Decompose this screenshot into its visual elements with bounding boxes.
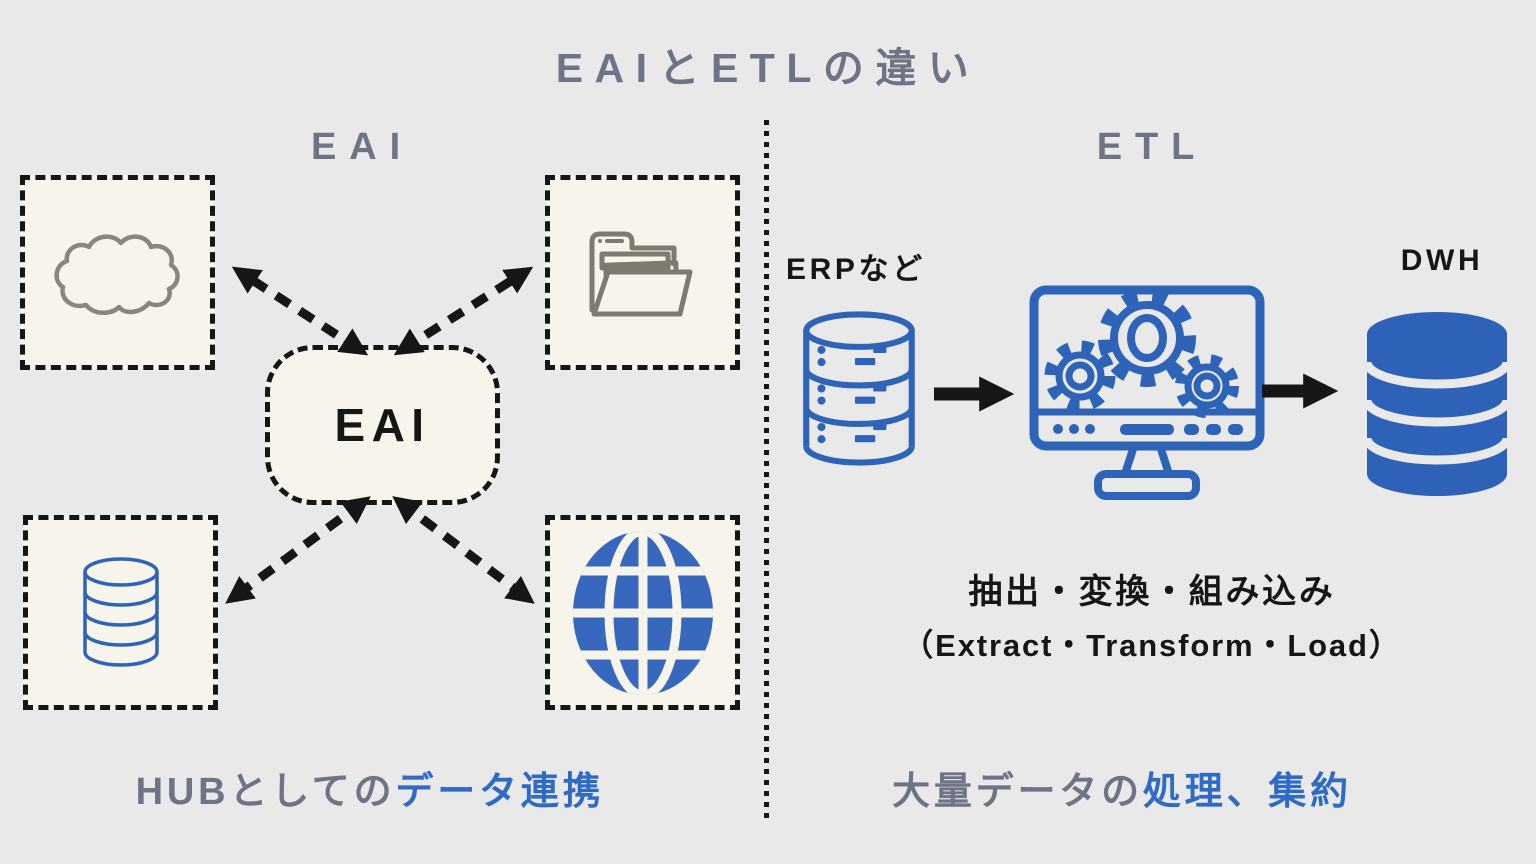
etl-caption-prefix: 大量データの	[892, 771, 1143, 813]
eai-node-cloud	[20, 175, 215, 370]
etl-target-node	[1352, 304, 1522, 504]
eai-caption: HUBとしてのデータ連携	[50, 760, 690, 815]
eai-hub-box: EAI	[265, 345, 500, 505]
dwh-database-icon	[1362, 312, 1512, 496]
erp-database-icon	[803, 311, 915, 466]
cloud-icon	[53, 233, 180, 315]
database-icon	[82, 556, 159, 667]
section-divider	[764, 120, 769, 822]
etl-caption: 大量データの処理、集約	[842, 760, 1402, 815]
eai-arrow-cloud	[231, 266, 369, 356]
globe-icon	[572, 530, 713, 695]
eai-hub-label: EAI	[334, 399, 431, 451]
eai-node-globe	[545, 515, 740, 710]
eai-arrow-folder	[393, 266, 534, 356]
etl-process-subtitle: （Extract・Transform・Load）	[902, 628, 1402, 663]
etl-process-title: 抽出・変換・組み込み	[968, 573, 1336, 611]
page-title: EAIとETLの違い	[555, 45, 981, 91]
eai-arrow-database	[225, 496, 371, 604]
eai-arrow-globe	[392, 496, 535, 604]
etl-process-node	[1022, 276, 1272, 521]
folder-icon	[589, 231, 692, 316]
etl-caption-highlight: 処理、集約	[1142, 771, 1352, 813]
eai-node-folder	[545, 175, 740, 370]
eai-section-header: EAI	[310, 126, 414, 168]
eai-caption-highlight: データ連携	[395, 771, 605, 813]
eai-node-database	[23, 515, 218, 710]
gears-monitor-icon	[1029, 285, 1265, 500]
eai-caption-prefix: HUBとしての	[135, 771, 396, 813]
etl-source-label: ERPなど	[786, 253, 926, 286]
etl-section-header: ETL	[1096, 126, 1208, 168]
etl-source-node	[788, 306, 930, 474]
etl-target-label: DWH	[1400, 244, 1484, 277]
